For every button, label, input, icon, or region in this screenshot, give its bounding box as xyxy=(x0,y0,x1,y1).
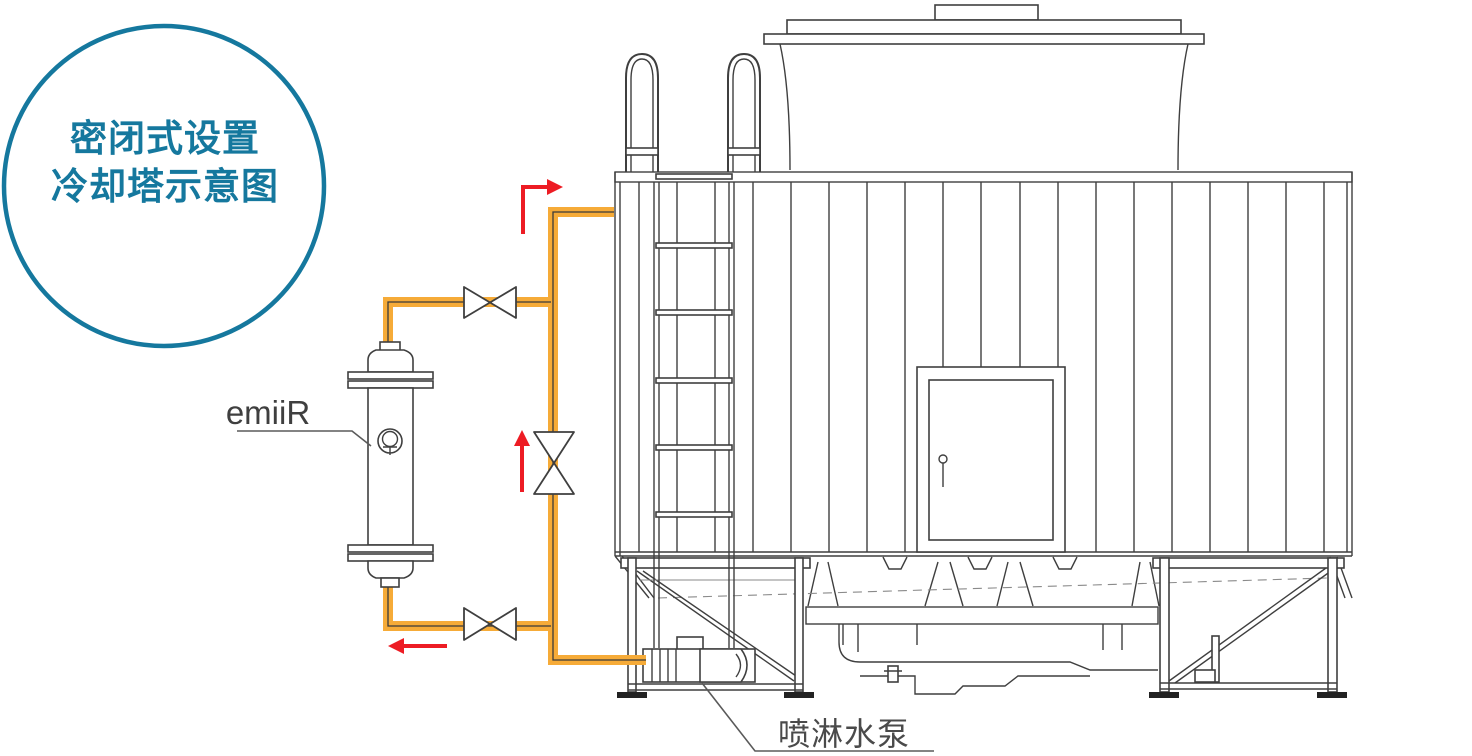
exchanger-callout: emiiR xyxy=(226,394,372,447)
right-frame-top-beam xyxy=(1152,557,1345,569)
flow-arrow-middle xyxy=(514,430,530,492)
drain-cutouts xyxy=(882,556,1078,570)
tower-base xyxy=(614,555,1353,698)
support-frame-right xyxy=(1149,557,1347,698)
support-frame-left xyxy=(617,557,814,698)
title-badge: 密闭式设置 冷却塔示意图 xyxy=(1,23,327,349)
badge-title-line1: 密闭式设置 xyxy=(70,118,260,159)
valve-middle-lower-wedge xyxy=(533,462,575,495)
drain-nozzle xyxy=(887,665,899,683)
ladder-hoop-left-crossbar xyxy=(625,147,659,156)
ladder xyxy=(625,52,761,648)
ladder-hoop-left-inner xyxy=(630,58,654,172)
fan-rim-lower-plate xyxy=(763,33,1205,45)
exchanger-top-flange-b xyxy=(347,380,434,389)
exchanger-leader-line xyxy=(237,430,372,447)
water-basin xyxy=(805,606,1159,695)
flow-arrow-top xyxy=(521,179,563,234)
left-frame-brace xyxy=(636,570,800,682)
fan-motor-cover xyxy=(934,4,1039,21)
closed-circuit-exchanger xyxy=(347,341,434,588)
cowl-right-flare xyxy=(1177,43,1189,171)
splayed-struts xyxy=(807,561,1160,607)
fan-cowl xyxy=(763,4,1205,171)
exchanger-bottom-flange-b xyxy=(347,553,434,562)
flow-arrow-top-line xyxy=(521,185,547,234)
spray-pump xyxy=(642,636,756,683)
basin-hangers xyxy=(842,624,1123,652)
flow-arrow-middle-head xyxy=(514,430,530,446)
left-frame-foot-a xyxy=(617,692,647,698)
left-frame-leg-b xyxy=(794,557,804,693)
ladder-rungs xyxy=(655,173,733,518)
pump-fins xyxy=(651,649,677,682)
pump-motor-box xyxy=(676,636,704,651)
right-frame-brace xyxy=(1168,567,1332,684)
flow-arrow-top-head xyxy=(547,179,563,195)
access-door xyxy=(916,366,1066,553)
cowl-left-flare xyxy=(779,43,791,171)
valve-bottom xyxy=(463,607,517,641)
pump-label: 喷淋水泵 xyxy=(778,716,910,752)
left-wall xyxy=(614,172,621,556)
valve-middle xyxy=(533,431,575,495)
pump-volute-inner xyxy=(735,653,742,678)
pump-leader-line xyxy=(701,682,934,752)
left-frame-leg-a xyxy=(627,557,637,693)
valve-middle-upper-wedge xyxy=(533,431,575,464)
valve-top xyxy=(463,286,517,319)
ladder-hoop-right-outer xyxy=(727,52,761,172)
door-panel xyxy=(928,379,1054,541)
right-wall xyxy=(1346,172,1353,556)
badge-circle xyxy=(1,23,327,349)
cooling-tower xyxy=(614,4,1353,698)
sight-glass-mark xyxy=(383,446,397,455)
ladder-rails xyxy=(653,182,735,648)
right-frame-bottom-tie xyxy=(1160,682,1337,690)
badge-title-line2: 冷却塔示意图 xyxy=(51,166,279,207)
right-frame-leg-a xyxy=(1159,557,1170,693)
left-frame-foot-b xyxy=(784,692,814,698)
exchanger-bottom-flange-a xyxy=(347,544,434,553)
panel-lines xyxy=(638,182,1325,552)
basin-header xyxy=(805,606,1159,625)
exchanger-bottom-nozzle xyxy=(380,577,400,588)
sump-upper-contour xyxy=(838,624,1158,671)
sump-lower-contour xyxy=(860,675,1090,695)
tower-shell xyxy=(614,171,1353,557)
basin-back-edge xyxy=(657,577,1328,599)
exchanger-top-flange-a xyxy=(347,371,434,380)
piping xyxy=(383,207,646,665)
fan-rim-upper-plate xyxy=(786,19,1182,35)
valve-bottom-left-wedge xyxy=(463,607,491,641)
right-frame-foot-b xyxy=(1317,692,1347,698)
exchanger-top-dome xyxy=(367,349,414,373)
exchanger-shell xyxy=(367,387,414,546)
left-frame-top-beam xyxy=(620,557,811,569)
valve-top-right-wedge xyxy=(489,286,517,319)
flow-arrow-bottom xyxy=(388,638,447,654)
valve-bottom-right-wedge xyxy=(489,607,517,641)
flow-arrow-bottom-head xyxy=(388,638,404,654)
exchanger-label: emiiR xyxy=(226,394,310,431)
pump-volute xyxy=(699,648,748,683)
left-frame-bottom-tie xyxy=(628,683,803,691)
exchanger-bottom-dome xyxy=(367,560,414,579)
right-frame-foot-a xyxy=(1149,692,1179,698)
right-frame-leg-b xyxy=(1327,557,1338,693)
pump-callout: 喷淋水泵 xyxy=(701,682,934,752)
ladder-hoop-right-inner xyxy=(732,58,756,172)
sight-glass xyxy=(377,428,403,455)
ladder-hoop-left-outer xyxy=(625,52,659,172)
ladder-hoop-right-crossbar xyxy=(727,147,761,156)
right-frame-block xyxy=(1194,669,1216,683)
valve-top-left-wedge xyxy=(463,286,491,319)
